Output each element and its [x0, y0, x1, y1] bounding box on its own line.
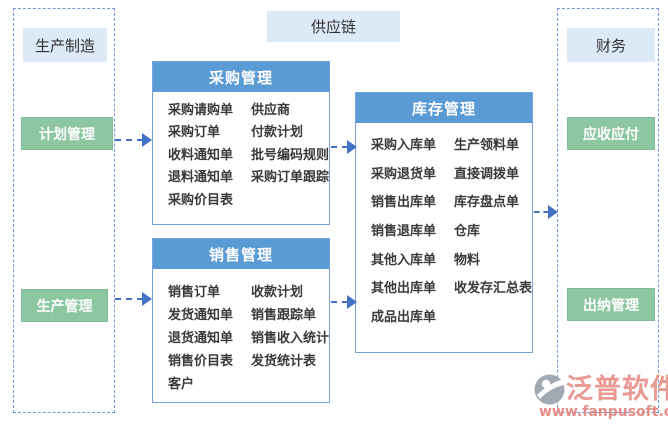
- arrow-head-icon: [142, 292, 152, 306]
- module-item: 收发存汇总表: [453, 281, 532, 297]
- module-item: 直接调拨单: [453, 166, 519, 182]
- module-item: 成品出库单: [371, 309, 437, 325]
- module-item: 销售价目表: [168, 354, 234, 369]
- arrow-production-to-sales: [115, 292, 152, 306]
- module-item: 客户: [168, 377, 195, 392]
- purchase-module-body: 采购请购单 采购订单 收料通知单 退料通知单 采购价目表 供应商 付款计划 批号…: [153, 92, 329, 210]
- module-item: 收款计划: [250, 285, 303, 300]
- module-item: 供应商: [250, 102, 290, 118]
- finance-group-label: 财务: [567, 28, 655, 62]
- arrow-head-icon: [548, 205, 558, 219]
- inventory-module-header: 库存管理: [356, 93, 532, 123]
- fanpu-logo-url[interactable]: www.fanpusoft.com: [539, 404, 668, 420]
- module-item: 退货通知单: [168, 331, 234, 346]
- production-group-box: [13, 8, 115, 413]
- module-item: 销售订单: [168, 285, 221, 300]
- module-item: 生产领料单: [453, 137, 519, 153]
- purchase-module-header: 采购管理: [153, 62, 329, 92]
- module-item: 库存盘点单: [453, 195, 519, 211]
- dashed-line: [331, 146, 348, 148]
- sales-module-body: 销售订单 发货通知单 退货通知单 销售价目表 客户 收款计划 销售跟踪单 销售收…: [153, 269, 329, 394]
- arrow-inventory-to-finance: [534, 205, 558, 219]
- dashed-line: [331, 301, 348, 303]
- arrow-plan-to-purchase: [115, 133, 152, 147]
- inventory-module: 库存管理 采购入库单 采购退货单 销售出库单 销售退库单 其他入库单 其他出库单…: [355, 92, 533, 353]
- module-item: 采购退货单: [371, 166, 437, 182]
- plan-management-button[interactable]: 计划管理: [21, 117, 113, 150]
- module-item: 销售出库单: [371, 195, 437, 211]
- arrow-sales-to-inventory: [331, 295, 357, 309]
- dashed-line: [115, 139, 143, 141]
- module-item: 其他出库单: [371, 281, 437, 297]
- finance-group-box: [557, 8, 659, 413]
- fanpu-logo: 泛普软件 www.fanpusoft.com: [533, 373, 668, 420]
- module-item: 销售退库单: [371, 223, 437, 239]
- module-item: 发货统计表: [250, 354, 316, 369]
- arrow-head-icon: [142, 133, 152, 147]
- module-item: 销售跟踪单: [250, 308, 316, 323]
- fanpu-logo-icon: [533, 373, 566, 406]
- production-group-label: 生产制造: [23, 28, 107, 62]
- receivable-payable-button[interactable]: 应收应付: [567, 117, 655, 150]
- module-item: 采购订单: [168, 125, 221, 141]
- arrow-purchase-to-inventory: [331, 140, 357, 154]
- module-item: 仓库: [453, 223, 480, 239]
- arrow-head-icon: [347, 140, 357, 154]
- dashed-line: [534, 211, 549, 213]
- module-item: 退料通知单: [168, 170, 234, 186]
- module-item: 物料: [453, 252, 480, 268]
- cashier-management-button[interactable]: 出纳管理: [567, 288, 655, 321]
- fanpu-logo-text: 泛普软件: [566, 374, 668, 405]
- module-item: 发货通知单: [168, 308, 234, 323]
- module-item: 采购入库单: [371, 137, 437, 153]
- purchase-module: 采购管理 采购请购单 采购订单 收料通知单 退料通知单 采购价目表 供应商 付款…: [152, 61, 330, 225]
- module-item: 销售收入统计: [250, 331, 329, 346]
- sales-module-header: 销售管理: [153, 239, 329, 269]
- module-item: 采购请购单: [168, 102, 234, 118]
- module-item: 采购订单跟踪: [250, 170, 329, 186]
- supply-chain-title: 供应链: [267, 11, 400, 42]
- module-item: 收料通知单: [168, 147, 234, 163]
- sales-module: 销售管理 销售订单 发货通知单 退货通知单 销售价目表 客户 收款计划 销售跟踪…: [152, 238, 330, 403]
- arrow-head-icon: [347, 295, 357, 309]
- module-item: 采购价目表: [168, 192, 234, 208]
- inventory-module-body: 采购入库单 采购退货单 销售出库单 销售退库单 其他入库单 其他出库单 成品出库…: [356, 123, 532, 330]
- module-item: 批号编码规则: [250, 147, 329, 163]
- module-item: 其他入库单: [371, 252, 437, 268]
- module-item: 付款计划: [250, 125, 303, 141]
- production-management-button[interactable]: 生产管理: [21, 289, 108, 322]
- dashed-line: [115, 298, 143, 300]
